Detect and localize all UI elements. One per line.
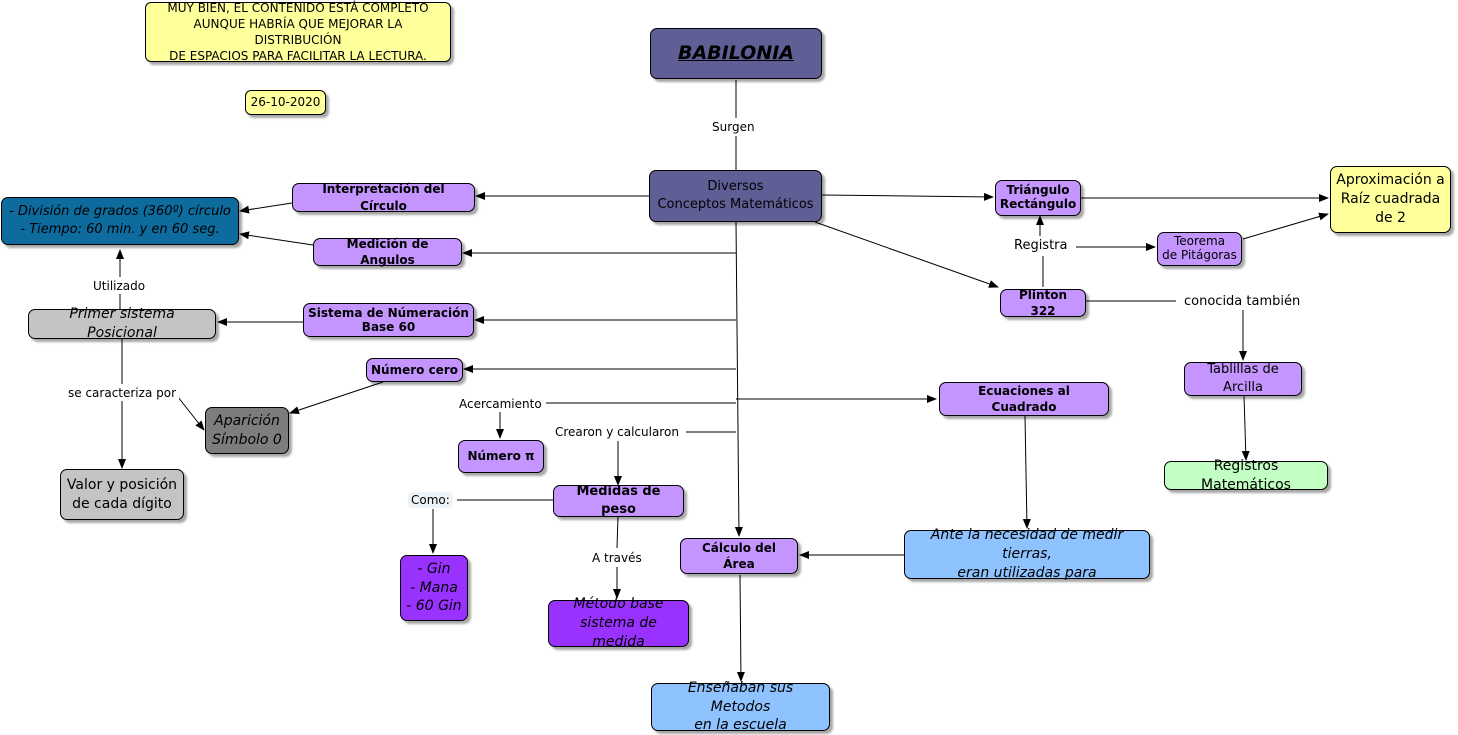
date-note: 26-10-2020	[245, 90, 326, 115]
concept-ante[interactable]: Ante la necesidad de medir tierras, eran…	[904, 527, 1150, 581]
concept-pi[interactable]: Número π	[458, 440, 544, 473]
concept-metodo[interactable]: Método base sistema de medida	[548, 596, 689, 650]
concept-tablillas[interactable]: Tablillas de Arcilla	[1184, 362, 1302, 396]
concept-cero[interactable]: Número cero	[366, 358, 463, 382]
link-label-crearon: Crearon y calcularon	[552, 424, 682, 440]
link-teorema-aproximacion	[1242, 212, 1329, 240]
concept-ensenaban[interactable]: Enseñaban sus Metodos en la escuela	[651, 680, 830, 733]
concept-registros[interactable]: Registros Matemáticos	[1164, 458, 1328, 493]
link-label-acercamiento: Acercamiento	[456, 396, 545, 412]
concept-teorema[interactable]: Teorema de Pitágoras	[1157, 232, 1242, 266]
concept-primer[interactable]: Primer sistema Posicional	[28, 306, 216, 341]
link-medicion-division	[239, 231, 314, 246]
concept-medidas[interactable]: Medidas de peso	[553, 484, 684, 517]
concept-plinton[interactable]: Plinton 322	[1000, 288, 1086, 318]
link-label-caracteriza: se caracteriza por	[65, 385, 179, 401]
link-tablillas-registros	[1241, 395, 1250, 461]
concept-valor[interactable]: Valor y posición de cada dígito	[60, 469, 184, 520]
concept-calculo[interactable]: Cálculo del Área	[680, 538, 798, 574]
link-interpretacion-division	[239, 202, 293, 214]
link-diversos-plinton	[814, 221, 999, 288]
link-caracteriza-aparicion	[177, 396, 205, 431]
link-cero-aparicion	[289, 381, 384, 414]
concept-aparicion[interactable]: Aparición Símbolo 0	[205, 407, 289, 454]
link-label-a-traves: A través	[589, 550, 645, 566]
concept-sistema[interactable]: Sistema de Númeración Base 60	[303, 303, 474, 337]
concept-aproximacion[interactable]: Aproximación a Raíz cuadrada de 2	[1330, 166, 1451, 233]
concept-diversos[interactable]: Diversos Conceptos Matemáticos	[649, 170, 822, 222]
link-diversos-triangulo	[821, 192, 994, 201]
feedback-note: MUY BIEN, EL CONTENIDO ESTÁ COMPLETO AUN…	[145, 1, 451, 63]
link-label-registra: Registra	[1011, 238, 1071, 254]
link-ecuaciones-ante	[1022, 415, 1031, 529]
concept-division[interactable]: - División de grados (360º) círculo - Ti…	[1, 197, 239, 245]
concept-babilonia[interactable]: BABILONIA	[650, 28, 822, 79]
link-medidas-atraves	[616, 516, 619, 549]
concept-gin[interactable]: - Gin - Mana - 60 Gin	[400, 555, 468, 621]
link-label-surgen: Surgen	[709, 119, 758, 135]
link-trunk	[734, 221, 743, 537]
concept-triangulo[interactable]: Triángulo Rectángulo	[995, 180, 1081, 216]
link-label-como: Como:	[408, 492, 453, 508]
link-label-conocida: conocida también	[1181, 294, 1304, 310]
link-calculo-ensenaban	[736, 574, 745, 682]
concept-medicion[interactable]: Medición de Angulos	[313, 237, 462, 267]
concept-interpretacion[interactable]: Interpretación del Círculo	[292, 182, 475, 213]
link-label-utilizado: Utilizado	[90, 278, 149, 294]
concept-babilonia-label: BABILONIA	[678, 41, 794, 64]
concept-ecuaciones[interactable]: Ecuaciones al Cuadrado	[939, 382, 1109, 416]
